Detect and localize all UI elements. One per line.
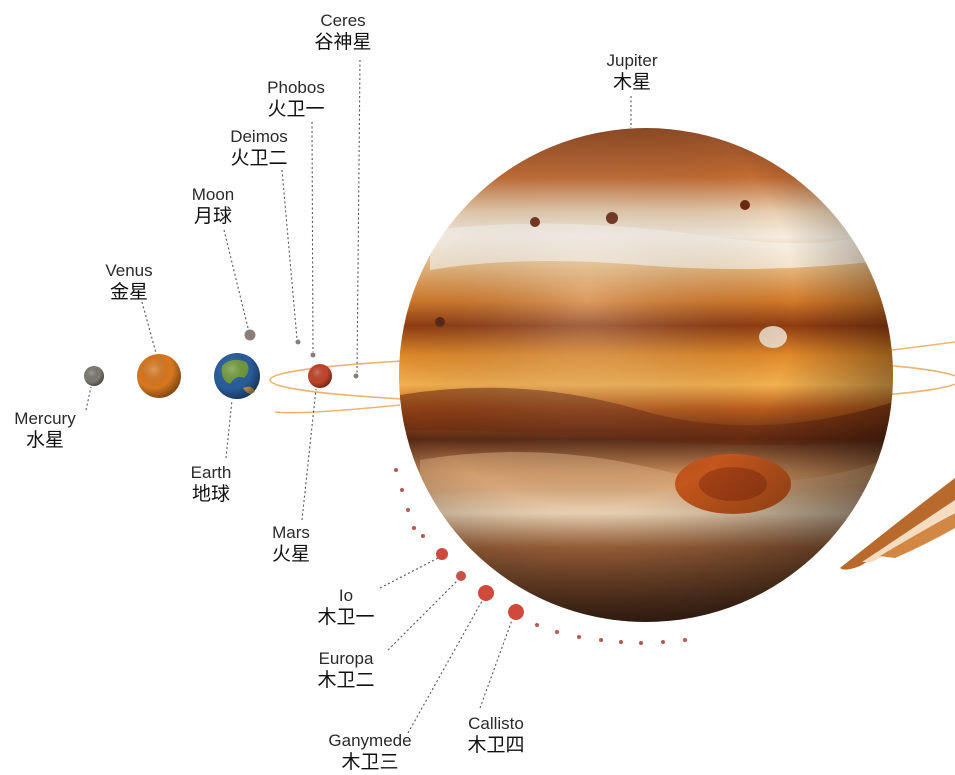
mercury xyxy=(84,366,104,386)
phobos xyxy=(310,352,316,358)
label-ceres: Ceres 谷神星 xyxy=(308,10,378,55)
label-io-en: Io xyxy=(338,586,354,605)
label-mercury: Mercury 水星 xyxy=(2,408,88,453)
label-ganymede: Ganymede 木卫三 xyxy=(322,730,418,775)
callisto xyxy=(508,604,524,620)
label-mars-en: Mars xyxy=(272,523,310,542)
label-jupiter-zh: 木星 xyxy=(612,71,651,94)
label-moon-en: Moon xyxy=(191,185,235,204)
label-phobos-en: Phobos xyxy=(267,78,325,97)
leader-lines xyxy=(85,59,632,734)
jupiter xyxy=(399,128,893,622)
label-mercury-en: Mercury xyxy=(14,409,76,428)
ring-ellipse-front xyxy=(891,341,955,351)
label-earth-en: Earth xyxy=(190,463,232,482)
label-io-zh: 木卫一 xyxy=(317,606,375,629)
label-phobos: Phobos 火卫一 xyxy=(258,77,334,122)
label-callisto-en: Callisto xyxy=(468,714,524,733)
moon xyxy=(244,329,256,341)
label-europa-zh: 木卫二 xyxy=(317,669,375,692)
label-venus: Venus 金星 xyxy=(96,260,162,305)
europa xyxy=(456,571,466,581)
io xyxy=(436,548,448,560)
label-deimos-en: Deimos xyxy=(230,127,288,146)
label-callisto-zh: 木卫四 xyxy=(467,734,525,757)
deimos xyxy=(295,339,301,345)
earth xyxy=(214,353,260,399)
label-jupiter-en: Jupiter xyxy=(606,51,658,70)
label-mars: Mars 火星 xyxy=(258,522,324,567)
label-io: Io 木卫一 xyxy=(306,585,386,630)
label-mars-zh: 火星 xyxy=(271,543,310,566)
label-ceres-zh: 谷神星 xyxy=(314,31,372,54)
label-jupiter: Jupiter 木星 xyxy=(597,50,667,95)
label-ganymede-zh: 木卫三 xyxy=(341,751,399,774)
label-deimos-zh: 火卫二 xyxy=(230,147,288,170)
label-moon: Moon 月球 xyxy=(180,184,246,229)
label-ceres-en: Ceres xyxy=(320,11,366,30)
label-deimos: Deimos 火卫二 xyxy=(221,126,297,171)
label-phobos-zh: 火卫一 xyxy=(267,98,325,121)
label-ganymede-en: Ganymede xyxy=(328,731,412,750)
label-moon-zh: 月球 xyxy=(193,205,232,228)
ceres xyxy=(353,373,359,379)
label-earth: Earth 地球 xyxy=(178,462,244,507)
ganymede xyxy=(478,585,494,601)
mars xyxy=(308,364,332,388)
label-europa-en: Europa xyxy=(318,649,374,668)
label-venus-en: Venus xyxy=(105,261,153,280)
label-europa: Europa 木卫二 xyxy=(306,648,386,693)
label-earth-zh: 地球 xyxy=(191,483,230,506)
minor-moons-trail xyxy=(394,468,687,645)
label-venus-zh: 金星 xyxy=(109,281,148,304)
label-mercury-zh: 水星 xyxy=(25,429,64,452)
venus xyxy=(137,354,181,398)
saturn-ring-fragment xyxy=(840,478,955,570)
label-callisto: Callisto 木卫四 xyxy=(454,713,538,758)
